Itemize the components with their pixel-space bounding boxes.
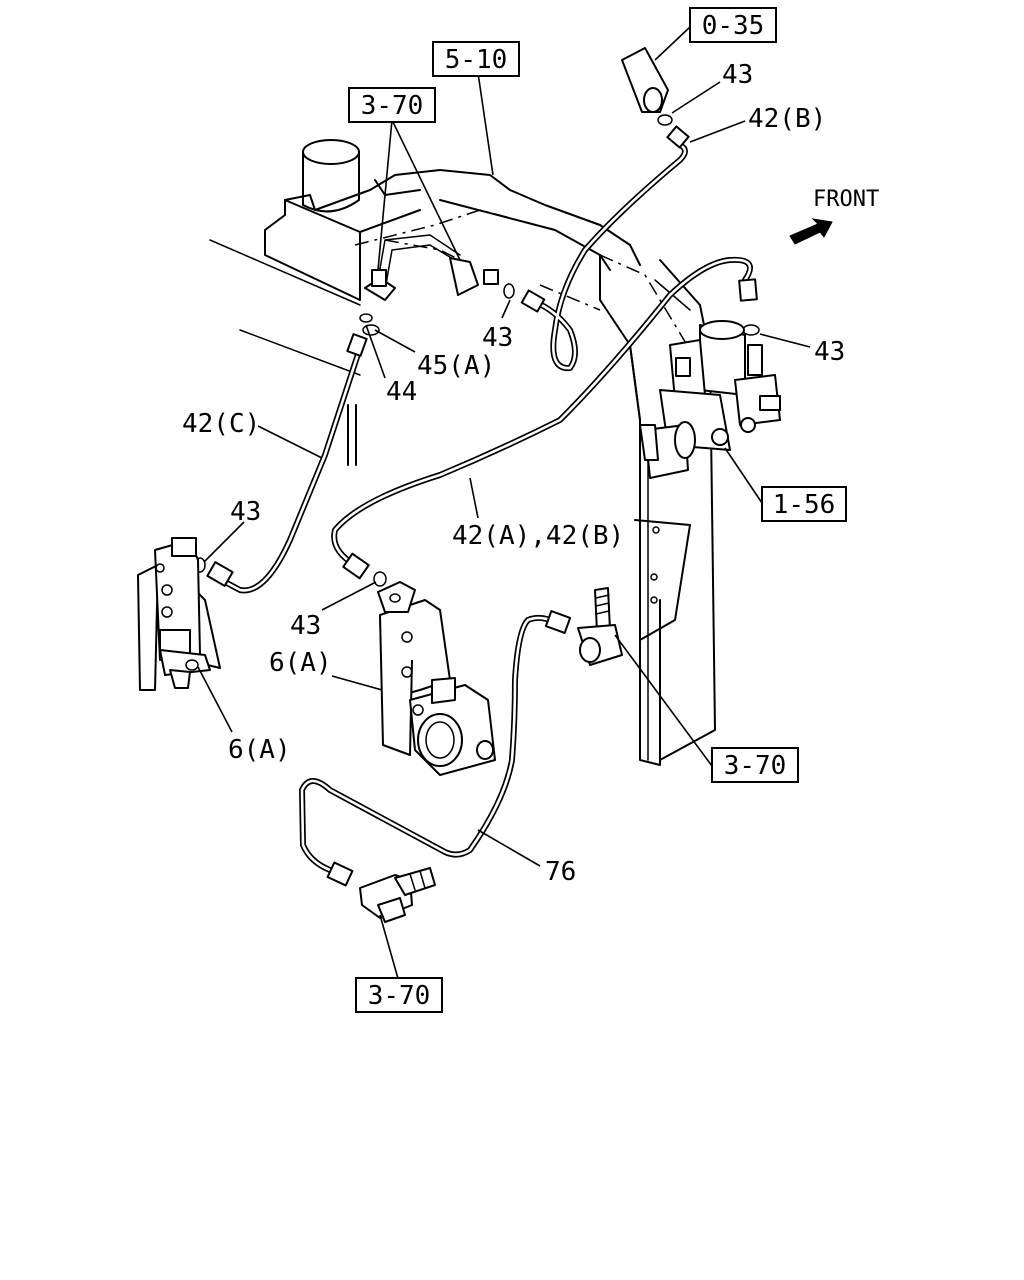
ref-box-0-35: 0-35	[689, 7, 777, 43]
front-arrow-icon	[789, 218, 833, 245]
ref-3-70-top-label: 3-70	[361, 91, 424, 121]
part-43-top: 43	[722, 60, 753, 90]
engine-block-outline	[209, 139, 641, 421]
fitting-3-70-bottom	[359, 867, 436, 923]
part-6A-left: 6(A)	[228, 735, 291, 765]
fitting-3-70-right	[577, 587, 623, 666]
pipe-42A-42B	[331, 256, 760, 587]
part-44: 44	[386, 377, 417, 407]
ref-box-1-56: 1-56	[761, 486, 847, 522]
leader-lines	[197, 26, 811, 983]
front-label: FRONT	[813, 187, 879, 212]
ref-3-70-right-label: 3-70	[724, 751, 787, 781]
part-43-right: 43	[814, 337, 845, 367]
part-76: 76	[545, 857, 576, 887]
cylinder-6A-mid	[377, 581, 496, 776]
part-42C: 42(C)	[182, 409, 260, 439]
cylinder-6A-left	[137, 537, 221, 691]
fittings-3-70-engine	[359, 234, 499, 336]
ref-3-70-bottom-label: 3-70	[368, 981, 431, 1011]
part-43-left: 43	[230, 497, 261, 527]
part-42A-42B: 42(A),42(B)	[452, 521, 624, 551]
ref-box-3-70-top: 3-70	[348, 87, 436, 123]
ref-5-10-label: 5-10	[445, 45, 508, 75]
pipe-76	[299, 610, 572, 887]
part-43-mid: 43	[482, 323, 513, 353]
part-43-lower: 43	[290, 611, 321, 641]
part-45A: 45(A)	[417, 351, 495, 381]
valve-block-1-56	[639, 320, 781, 479]
part-6A-mid: 6(A)	[269, 648, 332, 678]
ref-0-35-label: 0-35	[702, 11, 765, 41]
part-42B-top: 42(B)	[748, 104, 826, 134]
sensor-0-35	[621, 47, 673, 126]
pipe-42B-top	[503, 125, 690, 372]
ref-1-56-label: 1-56	[773, 490, 836, 520]
ref-box-3-70-bottom: 3-70	[355, 977, 443, 1013]
ref-box-3-70-right: 3-70	[711, 747, 799, 783]
ref-box-5-10: 5-10	[432, 41, 520, 77]
